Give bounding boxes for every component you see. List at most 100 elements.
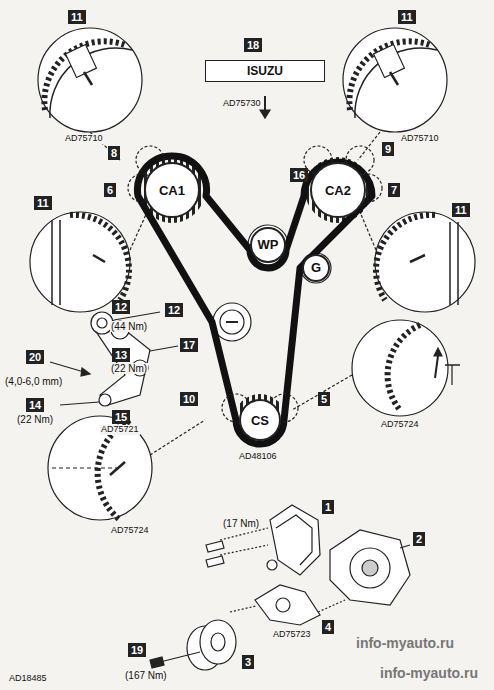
figure-code: AD75730 xyxy=(222,99,262,109)
figure-code: AD75721 xyxy=(100,425,140,435)
cam-pulley: CA1 xyxy=(144,162,200,218)
drawing-stroke xyxy=(51,220,53,305)
node-label: CA2 xyxy=(325,183,351,198)
drawing-stroke xyxy=(150,346,178,351)
drawing-stroke xyxy=(211,633,225,651)
cam-pulley: CA2 xyxy=(310,162,366,218)
tensioner-assembly xyxy=(50,312,178,406)
callout-number: 17 xyxy=(180,338,198,352)
tensioner-bracket xyxy=(230,585,345,625)
drawing-stroke xyxy=(130,210,148,250)
right-inset xyxy=(360,212,475,312)
node-label: CA1 xyxy=(159,183,185,198)
callout-number: 2 xyxy=(413,532,425,546)
figure-code: AD75710 xyxy=(400,134,440,144)
drawing-stroke xyxy=(349,41,430,110)
drawing-stroke xyxy=(292,375,352,410)
drawing-stroke xyxy=(110,462,125,475)
cs-left-inset xyxy=(48,416,205,520)
torque-spec: (44 Nm) xyxy=(110,321,148,332)
callout-number: 16 xyxy=(290,168,308,182)
drawing-stroke xyxy=(48,416,152,520)
figure-code: AD75724 xyxy=(110,526,150,536)
drawing-stroke xyxy=(435,356,438,378)
drawing-stroke xyxy=(388,325,420,410)
drawing-stroke xyxy=(70,215,129,300)
drawing-stroke xyxy=(350,548,390,588)
callout-number: 14 xyxy=(26,398,44,412)
drawing-stroke xyxy=(451,365,452,385)
drawing-stroke xyxy=(220,528,268,540)
watermark: info-myauto.ru xyxy=(380,666,478,681)
drawing-stroke xyxy=(30,212,130,312)
callout-number: 11 xyxy=(452,203,470,217)
drawing-stroke xyxy=(97,318,107,328)
callout-number: 11 xyxy=(398,10,416,24)
node-label: WP xyxy=(258,237,279,252)
drawing-stroke xyxy=(352,320,448,416)
drawing-stroke xyxy=(206,541,224,552)
torque-spec: (167 Nm) xyxy=(124,670,168,681)
drawing-stroke xyxy=(66,45,97,78)
drawing-stroke xyxy=(362,560,378,576)
drawing-stroke xyxy=(81,368,90,376)
drawing-stroke xyxy=(343,28,447,132)
callout-number: 7 xyxy=(388,183,400,197)
figure-code: AD75723 xyxy=(272,630,312,640)
drawing-stroke xyxy=(330,530,410,605)
logo-banner: ISUZU xyxy=(205,60,325,82)
detail-circles xyxy=(128,146,382,422)
drawing-stroke xyxy=(434,348,442,356)
drawing-stroke xyxy=(59,220,61,305)
drawing-stroke xyxy=(160,652,200,662)
drawing-stroke xyxy=(457,222,459,305)
callout-number: 1 xyxy=(322,500,334,514)
callout-number: 8 xyxy=(108,146,120,160)
timing-belt xyxy=(137,156,372,444)
node-label: G xyxy=(311,260,321,275)
torque-spec: (22 Nm) xyxy=(110,363,148,374)
water-pump xyxy=(330,530,410,605)
drawing-stroke xyxy=(200,620,236,664)
top-left-inset xyxy=(38,28,142,160)
drawing-stroke xyxy=(220,310,244,334)
callout-number: 10 xyxy=(180,392,198,406)
drawing-stroke xyxy=(150,657,164,668)
drawing-stroke xyxy=(226,321,238,323)
callout-number: 4 xyxy=(322,620,334,634)
drawing-stroke xyxy=(318,600,345,612)
figure-code: AD75710 xyxy=(64,134,104,144)
top-right-inset xyxy=(343,28,447,160)
timing-cover xyxy=(206,505,320,575)
callout-number: 5 xyxy=(318,392,330,406)
crank-pulley xyxy=(150,620,236,670)
drawing-stroke xyxy=(38,28,142,132)
drawing-stroke xyxy=(400,545,410,548)
drawing-stroke xyxy=(276,515,312,565)
drawing-stroke xyxy=(206,556,224,567)
drawing-stroke xyxy=(150,420,205,455)
callout-number: 19 xyxy=(128,643,146,657)
drawing-stroke xyxy=(260,110,270,118)
callout-number: 11 xyxy=(34,196,52,210)
drawing-stroke xyxy=(98,420,130,520)
figure-code: AD48106 xyxy=(238,452,278,462)
drawing-stroke xyxy=(375,212,475,312)
callout-number: 12 xyxy=(112,300,130,314)
drawing-stroke xyxy=(84,72,92,85)
figure-code: AD18485 xyxy=(8,674,48,684)
pulleys xyxy=(139,157,371,446)
torque-spec: (17 Nm) xyxy=(222,518,260,529)
callout-number: 9 xyxy=(382,142,394,156)
node-label: CS xyxy=(251,413,269,428)
pump-pulley: WP xyxy=(250,227,286,263)
callout-number: 18 xyxy=(244,38,262,52)
figure-code: AD75724 xyxy=(380,420,420,430)
crank-pulley: CS xyxy=(239,399,281,441)
callout-number: 20 xyxy=(26,350,44,364)
idler-pulley: G xyxy=(302,254,330,282)
drawing-stroke xyxy=(50,362,84,372)
drawing-stroke xyxy=(99,394,111,406)
callout-number: 15 xyxy=(112,410,130,424)
callout-number: 11 xyxy=(68,10,86,24)
